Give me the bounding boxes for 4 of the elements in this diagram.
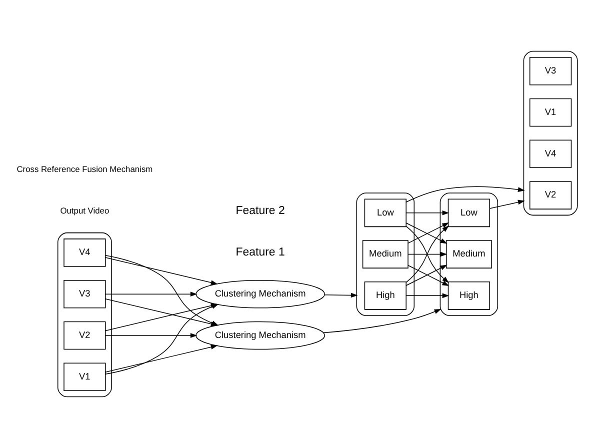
- label: Feature 1: [236, 246, 285, 258]
- label: Cross Reference Fusion Mechanism: [16, 164, 153, 174]
- label: Output Video: [60, 206, 110, 216]
- label: Feature 2: [236, 205, 285, 218]
